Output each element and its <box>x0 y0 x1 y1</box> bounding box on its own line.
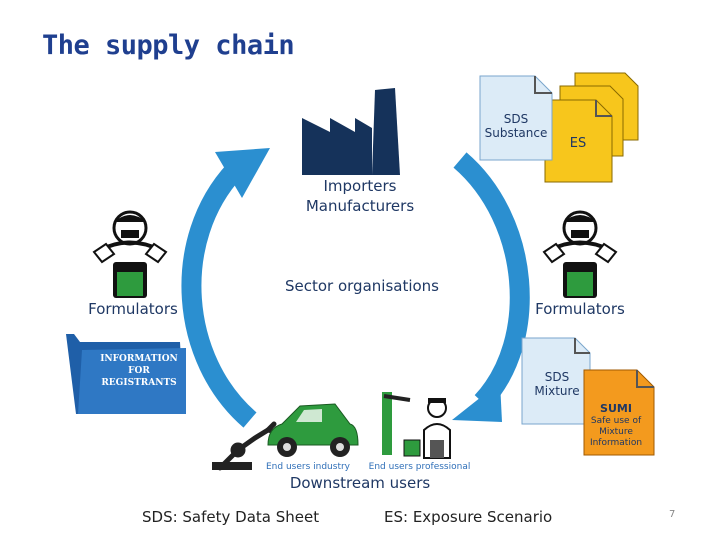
sumi-subtitle-label: Safe use of Mixture Information <box>589 416 643 448</box>
es-footnote: ES: Exposure Scenario <box>384 508 553 526</box>
manufacturers-label-line: Manufacturers <box>305 197 415 215</box>
sds-substance-label-line1: SDS <box>503 112 529 126</box>
sds-mixture-label-line1: SDS <box>544 370 570 384</box>
downstream-users-label: Downstream users <box>289 474 431 492</box>
document-icon <box>521 337 655 456</box>
painter-icon <box>382 392 451 459</box>
end-users-industry-label: End users industry <box>265 462 350 472</box>
car-icon <box>267 403 359 457</box>
sds-footnote: SDS: Safety Data Sheet <box>142 508 320 526</box>
cycle-arrow-left <box>181 148 270 428</box>
worker-with-mask-icon <box>92 210 168 298</box>
robot-arm-icon <box>212 421 279 471</box>
information-for-registrants-label: INFORMATION FOR REGISTRANTS <box>100 354 178 388</box>
folder-icon <box>66 334 186 414</box>
sds-substance-label-line2: Substance <box>484 126 548 140</box>
cycle-arrow-right <box>452 152 530 422</box>
factory-icon <box>302 88 400 175</box>
es-label: ES <box>569 136 587 151</box>
sector-organisations-label: Sector organisations <box>284 277 439 295</box>
page-number: 7 <box>669 509 676 520</box>
sds-mixture-label-line2: Mixture <box>534 384 580 398</box>
document-icon <box>479 72 639 183</box>
formulators-right-label: Formulators <box>535 300 625 318</box>
end-users-professional-label: End users professional <box>368 462 471 472</box>
importers-manufacturers-label: Importers Manufacturers <box>290 176 430 216</box>
worker-with-mask-icon <box>542 210 618 298</box>
importers-label-line: Importers <box>323 177 397 195</box>
page-title: The supply chain <box>42 30 295 61</box>
formulators-left-label: Formulators <box>88 300 178 318</box>
sumi-label: SUMI <box>600 402 632 415</box>
